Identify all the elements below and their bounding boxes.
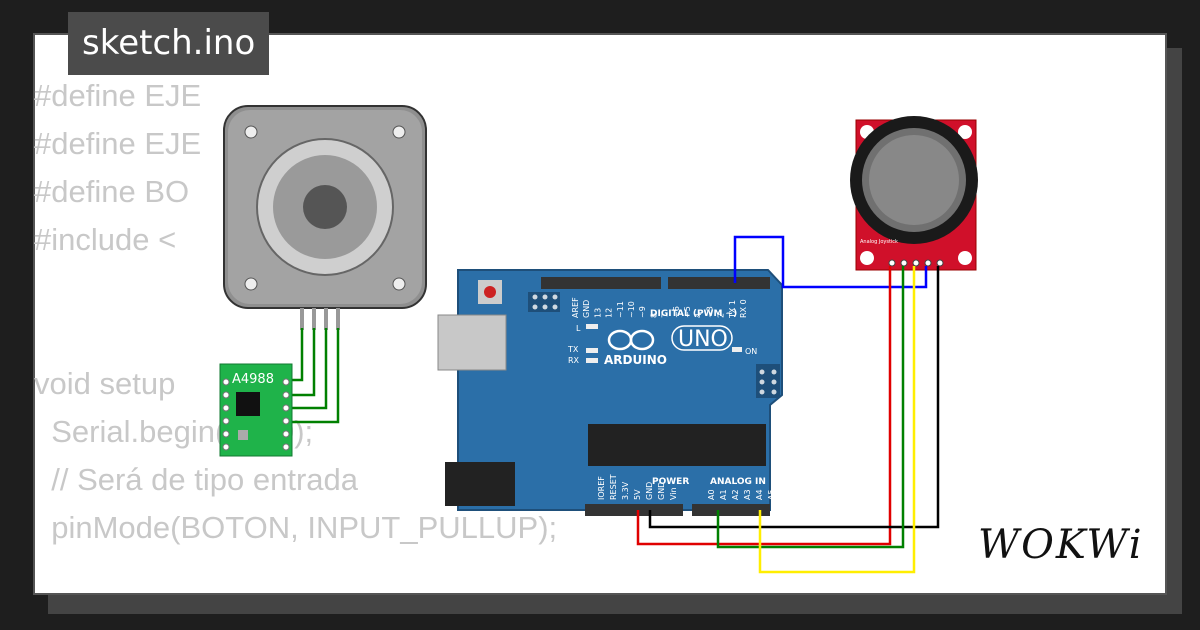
driver-label: A4988	[232, 372, 274, 387]
code-line: #define EJE	[34, 78, 202, 113]
arduino-model: UNO	[678, 327, 728, 352]
pin-label: A4	[755, 489, 764, 500]
pin-label: A0	[707, 489, 716, 500]
power-on-label: ON	[745, 347, 757, 356]
pin-label: ~10	[627, 301, 636, 318]
arduino-uno[interactable]: L TX RX DIGITAL (PWM ~) ARDUINO UNO ON P…	[437, 269, 783, 516]
led-l-label: L	[576, 324, 581, 333]
pin-label: GND	[657, 482, 666, 500]
code-line: // Será de tipo entrada	[34, 462, 358, 497]
pin-label: A5	[767, 489, 776, 500]
wire-blue	[733, 235, 928, 289]
code-line: #define BO	[34, 174, 190, 209]
wire-green	[716, 266, 905, 549]
a4988-driver[interactable]: A4988	[219, 363, 293, 457]
pin-label: 2	[717, 313, 726, 318]
led-tx-label: TX	[567, 345, 579, 354]
pin-label: ~11	[616, 301, 625, 318]
code-line: #include <	[34, 222, 177, 257]
pin-label: ~9	[638, 306, 647, 318]
digital-label: DIGITAL (PWM ~)	[650, 309, 737, 319]
pin-label: 5V	[633, 489, 642, 500]
wire-red	[636, 266, 892, 546]
wire-yellow	[758, 266, 916, 574]
code-line: void setup	[34, 366, 176, 401]
pin-label: 7	[661, 313, 670, 318]
pin-label: ~6	[672, 306, 681, 318]
wires	[636, 235, 940, 574]
code-line: pinMode(BOTON, INPUT_PULLUP);	[34, 510, 558, 545]
pin-label: AREF	[571, 297, 580, 318]
pin-label: 13	[593, 308, 602, 318]
pin-label: RX 0	[739, 299, 748, 318]
pin-label: A1	[719, 489, 728, 500]
joystick-title: Analog Joystick	[860, 239, 898, 245]
analog-label: ANALOG IN	[710, 477, 766, 487]
pin-label: TX 1	[728, 300, 737, 319]
pin-label: ~3	[705, 306, 714, 318]
pin-label: 8	[649, 313, 658, 318]
pin-label: 12	[605, 308, 614, 318]
pin-label: 3.3V	[621, 481, 630, 500]
pin-label: RESET	[609, 474, 618, 500]
code-line: #define EJE	[34, 126, 202, 161]
pin-label: A3	[743, 489, 752, 500]
analog-joystick[interactable]: Analog Joystick	[850, 116, 978, 271]
pin-label: Vin	[669, 487, 678, 500]
pin-label: IOREF	[597, 476, 606, 500]
pin-label: A2	[731, 489, 740, 500]
wire-black	[648, 266, 940, 529]
infinity-logo	[607, 329, 655, 351]
stepper-motor[interactable]	[223, 105, 427, 330]
pin-label: GND	[645, 482, 654, 500]
power-label: POWER	[652, 477, 689, 487]
led-rx-label: RX	[568, 356, 580, 365]
pin-label: ~5	[683, 306, 692, 318]
filename-tab[interactable]: sketch.ino	[68, 12, 270, 75]
wokwi-logo: WOKWi	[978, 522, 1144, 568]
arduino-brand: ARDUINO	[604, 353, 667, 367]
pin-label: GND	[582, 300, 591, 318]
motor-wires	[288, 328, 340, 424]
pin-label: 4	[694, 313, 703, 318]
